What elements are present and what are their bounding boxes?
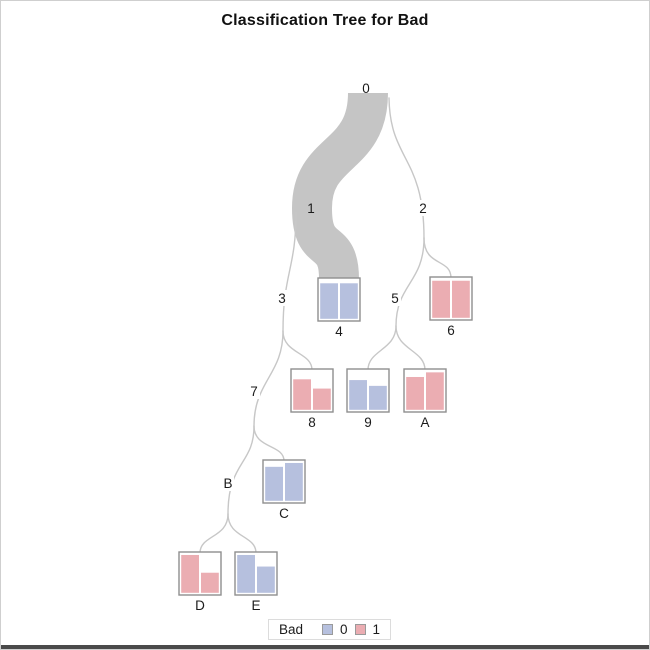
tree-branch-node-B: B [222,475,234,491]
tree-leaf-node-4: 4 [317,277,361,339]
tree-leaf-node-E: E [234,551,278,613]
tree-branch-node-7: 7 [248,383,260,399]
leaf-bar-4-class0 [320,283,338,319]
legend-label-class0: 0 [340,622,348,637]
window-bottom-edge [1,645,649,649]
branch-label-1: 1 [307,201,315,216]
leaf-label-4: 4 [335,324,343,339]
leaf-bar-D-class1 [181,554,199,593]
leaf-bar-6-class1 [432,280,450,318]
tree-leaf-node-D: D [178,551,222,613]
leaf-bar-4-class0 [340,283,358,319]
leaf-bar-6-class1 [452,280,470,318]
tree-link-7-C [253,425,285,462]
leaf-bar-A-class1 [426,372,444,410]
tree-branch-node-5: 5 [389,290,401,306]
tree-link-5-9 [367,325,397,371]
tree-leaf-node-9: 9 [346,368,390,430]
leaf-bar-A-class1 [406,376,424,410]
tree-leaf-node-8: 8 [290,368,334,430]
tree-link-7-B [227,425,255,515]
legend-swatch-class0 [322,624,334,635]
branch-label-7: 7 [250,384,258,399]
tree-link-2-6 [423,237,452,279]
legend-label-class1: 1 [372,622,381,637]
tree-branch-node-1: 1 [307,201,315,216]
tree-link-B-E [227,513,257,554]
tree-leaf-node-C: C [262,459,306,521]
leaf-label-9: 9 [364,415,372,430]
branch-label-B: B [223,476,232,491]
tree-link-0-2 [388,97,425,239]
legend-swatch-class1 [354,624,366,635]
branch-label-bg-B [222,475,234,491]
legend-title: Bad [279,622,304,637]
tree-link-3-7 [253,330,284,427]
tree-branch-node-2: 2 [417,200,429,216]
branch-label-bg-5 [389,290,401,306]
tree-branch-node-0: 0 [362,81,370,96]
tree-link-band-0-4 [291,91,388,280]
branch-label-2: 2 [419,201,427,216]
branch-label-5: 5 [391,291,399,306]
leaf-bar-9-class0 [369,385,387,410]
leaf-bar-E-class0 [257,566,275,593]
leaf-label-C: C [279,506,289,521]
tree-link-5-A [395,325,426,371]
leaf-label-6: 6 [447,323,455,338]
tree-link-1-3 [282,212,297,332]
branch-label-bg-3 [276,290,288,306]
branch-label-0: 0 [362,81,370,96]
tree-leaf-node-A: A [403,368,447,430]
tree-link-2-5 [395,237,425,327]
tree-link-3-8 [282,330,313,371]
branch-label-bg-7 [248,383,260,399]
leaf-bar-C-class0 [265,466,283,501]
leaf-bar-C-class0 [285,462,303,501]
branch-label-3: 3 [278,291,286,306]
tree-leaf-node-6: 6 [429,276,473,338]
leaf-bar-E-class0 [237,554,255,593]
leaf-label-8: 8 [308,415,316,430]
leaf-bar-8-class1 [313,388,331,410]
leaf-bar-9-class0 [349,380,367,410]
tree-branch-node-3: 3 [276,290,288,306]
chart-title: Classification Tree for Bad [221,12,429,29]
leaf-bar-8-class1 [293,379,311,410]
leaf-label-E: E [251,598,260,613]
leaf-label-D: D [195,598,205,613]
branch-label-bg-2 [417,200,429,216]
leaf-bar-D-class1 [201,572,219,593]
tree-link-B-D [199,513,229,554]
legend: Bad 0 1 [268,619,392,640]
leaf-label-A: A [420,415,429,430]
